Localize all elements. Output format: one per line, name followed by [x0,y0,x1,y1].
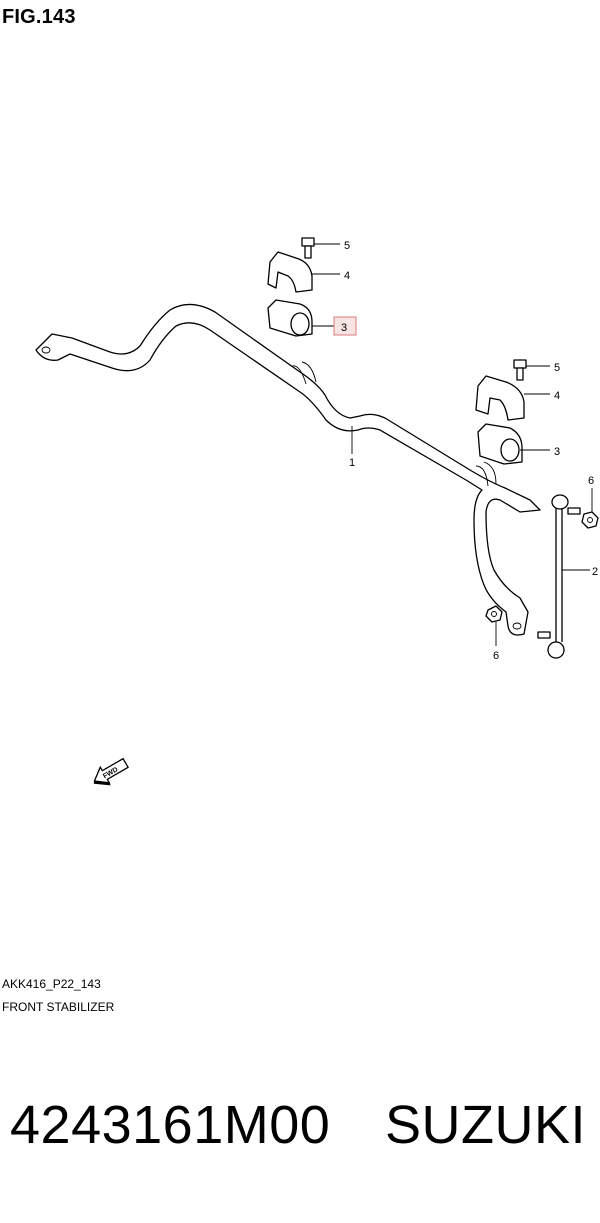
callout-3-right[interactable]: 3 [554,446,560,458]
callout-6-upper[interactable]: 6 [588,475,594,487]
diagram-title: FRONT STABILIZER [2,1000,115,1014]
leader-lines [312,243,593,646]
callout-4-left[interactable]: 4 [344,270,350,282]
fwd-label: FWD [102,766,119,780]
callout-6-lower[interactable]: 6 [493,650,499,662]
bracket-right [475,375,525,421]
callout-highlight-box [333,316,357,336]
callout-1[interactable]: 1 [349,457,355,469]
callout-3-left[interactable]: 3 [341,322,347,334]
part-number: 4243161M00 [10,1095,331,1155]
bolt-upper-right [513,359,527,381]
callout-4-right[interactable]: 4 [554,390,560,402]
stabilizer-link [537,494,581,659]
brand-name: SUZUKI [384,1095,586,1155]
bracket-left [267,251,313,293]
bushing-left [267,299,313,337]
nut-lower [485,605,503,623]
callout-2[interactable]: 2 [592,566,598,578]
bolt-upper-left [301,237,315,259]
bushing-right [477,423,523,465]
fwd-arrow-icon: FWD [93,757,129,786]
figure-title: FIG.143 [2,6,76,28]
diagram-code: AKK416_P22_143 [2,977,101,991]
stabilizer-bar [35,303,541,636]
nut-upper [581,511,599,529]
callout-5-right[interactable]: 5 [554,362,560,374]
callout-5-left[interactable]: 5 [344,240,350,252]
